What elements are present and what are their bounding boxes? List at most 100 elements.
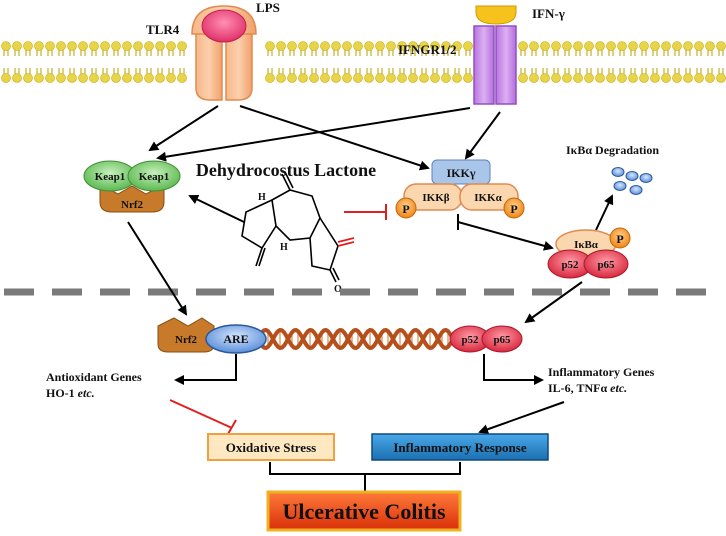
keap1-right-label: Keap1 (139, 171, 170, 183)
compound-methylene-red-2 (337, 237, 355, 243)
arrow-inflammatory-to-response (478, 401, 565, 435)
lipid-head (89, 73, 99, 83)
cell-membrane (1, 41, 726, 83)
arrow-ikk-to-ikba (457, 221, 554, 251)
arrow-nfkb-to-nucleus (524, 281, 583, 324)
degradation-fragments (611, 167, 653, 195)
lipid-head (716, 73, 726, 83)
lipid-head (67, 41, 77, 51)
lipid-head (34, 73, 44, 83)
lipid-head (562, 73, 572, 83)
lipid-head (45, 41, 55, 51)
arrow-nrf2-to-nucleus (127, 221, 188, 316)
lipid-head (617, 41, 627, 51)
lipid-head (529, 73, 539, 83)
nrf2-label: Nrf2 (121, 199, 143, 211)
lipid-head (672, 41, 682, 51)
lipid-head (265, 73, 275, 83)
ikba-nfkb-complex (547, 227, 631, 279)
lipid-head (111, 41, 121, 51)
lipid-head (353, 41, 363, 51)
lipid-head (122, 73, 132, 83)
lipid-head (111, 73, 121, 83)
lipid-head (639, 41, 649, 51)
compound-structure (241, 171, 340, 283)
lipid-head (518, 41, 528, 51)
lipid-head (452, 41, 462, 51)
lipid-head (529, 41, 539, 51)
lipid-head (441, 73, 451, 83)
lipid-head (573, 41, 583, 51)
inflammatory-genes-label: Inflammatory Genes (548, 365, 655, 379)
lipid-head (1, 41, 11, 51)
lipid-head (584, 73, 594, 83)
arrow-compound-to-keap1 (188, 194, 245, 223)
ifngr-receptor (473, 25, 517, 105)
compound-h-lower: H (280, 242, 288, 253)
lipid-head (56, 73, 66, 83)
lipid-head (133, 41, 143, 51)
lipid-head (89, 41, 99, 51)
lipid-head (628, 73, 638, 83)
lipid-head (617, 73, 627, 83)
antioxidant-genes-label: Antioxidant Genes (46, 370, 142, 384)
arrow-ikba-to-degradation (595, 194, 614, 231)
lipid-head (23, 73, 33, 83)
lipid-head (45, 73, 55, 83)
lps-label: LPS (256, 0, 280, 15)
lipid-head (287, 73, 297, 83)
lipid-head (463, 41, 473, 51)
lipid-head (540, 41, 550, 51)
lipid-head (430, 73, 440, 83)
inflammatory-il6-label: IL-6, TNFα etc. (548, 381, 627, 395)
ifngr-label: IFNGR1/2 (398, 42, 457, 57)
lipid-head (408, 73, 418, 83)
lipid-head (694, 73, 704, 83)
lipid-head (155, 73, 165, 83)
lipid-head (331, 73, 341, 83)
tlr4-label: TLR4 (146, 22, 180, 37)
nucleus-p65 (481, 325, 523, 353)
lipid-head (364, 41, 374, 51)
lipid-head (78, 73, 88, 83)
lipid-head (78, 41, 88, 51)
ikk-gamma-label: IKKγ (447, 166, 476, 180)
ikk-phospho-right (503, 197, 525, 219)
ulcerative-colitis-label: Ulcerative Colitis (282, 499, 446, 524)
lipid-head (452, 73, 462, 83)
ikba-degradation-label: IκBα Degradation (566, 143, 659, 157)
lipid-head (683, 41, 693, 51)
ikk-phospho-left (395, 197, 417, 219)
ikk-p-left-label: P (402, 202, 409, 216)
ikba-p-label: P (616, 232, 623, 246)
arrow-tlr4-to-ikk (239, 105, 430, 171)
lipid-head (551, 41, 561, 51)
lipid-head (441, 41, 451, 51)
lipid-head (595, 73, 605, 83)
lipid-head (100, 73, 110, 83)
lipid-head (661, 73, 671, 83)
lipid-head (694, 41, 704, 51)
keap1-left-label: Keap1 (95, 171, 126, 183)
are-label: ARE (223, 332, 248, 346)
lipid-head (463, 73, 473, 83)
arrow-tlr4-to-keap1 (148, 105, 219, 152)
oxidative-stress-box (207, 433, 335, 461)
keap1-right (127, 160, 181, 192)
lipid-head (397, 41, 407, 51)
nrf2-cytoplasm (99, 183, 165, 213)
nucleus-p65-label: p65 (493, 334, 511, 346)
lipid-head (364, 73, 374, 83)
outcome-bracket (269, 462, 461, 475)
keap1-nrf2-complex (83, 160, 181, 213)
cyto-p52-label: p52 (561, 259, 579, 271)
ifn-gamma-ligand (475, 5, 517, 25)
lipid-head (298, 73, 308, 83)
lipid-head (672, 73, 682, 83)
lipid-head (309, 41, 319, 51)
lipid-head (606, 41, 616, 51)
lipid-head (540, 73, 550, 83)
lipid-head (584, 41, 594, 51)
lipid-head (683, 73, 693, 83)
